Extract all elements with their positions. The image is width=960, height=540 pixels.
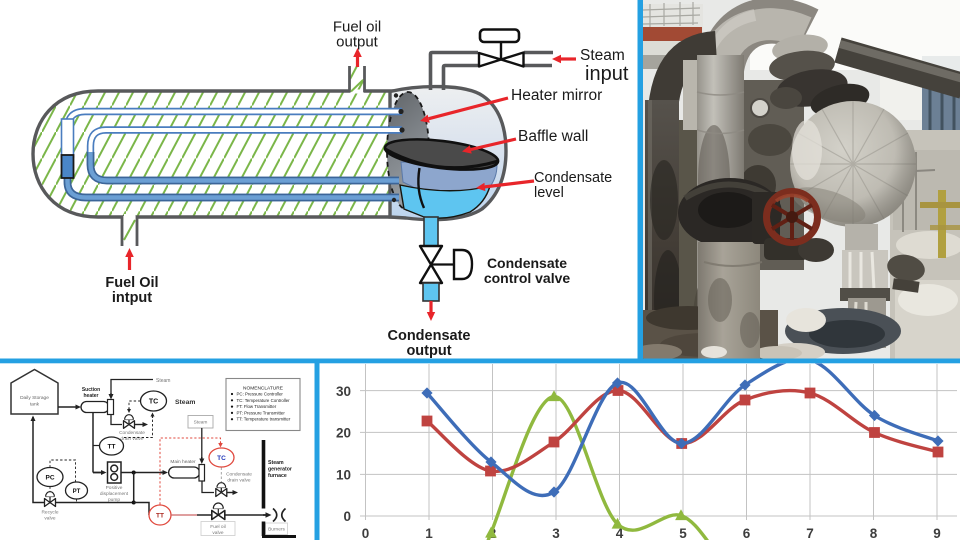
svg-text:Condensate: Condensate	[388, 328, 471, 344]
svg-text:9: 9	[933, 526, 941, 540]
svg-text:Daily Storage: Daily Storage	[20, 395, 49, 401]
svg-text:Fuel oil: Fuel oil	[333, 19, 381, 36]
svg-text:output: output	[406, 343, 451, 359]
svg-text:5: 5	[679, 526, 687, 540]
svg-text:Steam: Steam	[194, 420, 208, 426]
svg-text:3: 3	[552, 526, 560, 540]
svg-text:input: input	[585, 63, 629, 85]
svg-text:valve: valve	[44, 516, 56, 522]
svg-text:Main heater: Main heater	[170, 459, 196, 465]
svg-text:1: 1	[425, 526, 433, 540]
svg-text:heater: heater	[83, 393, 98, 399]
svg-text:Baffle wall: Baffle wall	[518, 128, 588, 145]
svg-text:Burners: Burners	[268, 527, 285, 533]
svg-text:Steam: Steam	[156, 378, 170, 384]
svg-text:TC: TC	[217, 455, 226, 462]
svg-text:level: level	[534, 185, 564, 201]
svg-text:TC: TC	[149, 399, 158, 406]
svg-text:4: 4	[616, 526, 624, 540]
svg-text:control valve: control valve	[484, 270, 571, 286]
svg-text:PC: Pressure Controller: PC: Pressure Controller	[237, 392, 284, 397]
svg-text:0: 0	[343, 509, 351, 524]
svg-text:PT: Pressure Transmitter: PT: Pressure Transmitter	[237, 410, 286, 415]
svg-text:TT: TT	[108, 444, 116, 451]
svg-text:Condensate: Condensate	[487, 255, 567, 271]
svg-text:Recycle: Recycle	[41, 510, 58, 516]
svg-text:PT: PT	[73, 489, 81, 495]
svg-text:output: output	[336, 34, 379, 51]
svg-text:Steam: Steam	[580, 47, 625, 64]
svg-text:Suction: Suction	[82, 387, 100, 393]
svg-text:10: 10	[336, 468, 351, 483]
svg-text:PC: PC	[45, 475, 54, 482]
svg-text:Steam: Steam	[268, 460, 284, 466]
svg-text:8: 8	[870, 526, 878, 540]
svg-text:Heater mirror: Heater mirror	[511, 87, 602, 104]
svg-text:TT: Temperature transmitter: TT: Temperature transmitter	[237, 417, 291, 422]
svg-text:30: 30	[336, 384, 351, 399]
svg-text:Fuel Oil: Fuel Oil	[105, 275, 158, 291]
svg-text:Fuel oil: Fuel oil	[210, 524, 225, 530]
svg-text:Condensate: Condensate	[119, 430, 145, 436]
svg-text:drain valve: drain valve	[227, 478, 251, 484]
svg-text:FT: Flow Transmitter: FT: Flow Transmitter	[237, 404, 277, 409]
svg-text:6: 6	[743, 526, 751, 540]
svg-text:TT: TT	[156, 513, 164, 520]
svg-text:furnace: furnace	[268, 473, 287, 479]
svg-text:20: 20	[336, 426, 351, 441]
svg-text:generator: generator	[268, 467, 292, 473]
svg-text:0: 0	[362, 526, 370, 540]
svg-text:Condensate: Condensate	[534, 170, 612, 186]
svg-text:Positive: Positive	[106, 485, 123, 491]
svg-text:NOMENCLATURE: NOMENCLATURE	[243, 386, 283, 392]
svg-text:TC: Temperature Controller: TC: Temperature Controller	[237, 398, 291, 403]
svg-text:displacement: displacement	[100, 491, 129, 497]
svg-text:intput: intput	[112, 290, 152, 306]
svg-text:Steam: Steam	[175, 399, 195, 406]
svg-text:tank: tank	[30, 402, 40, 408]
svg-text:drain valve: drain valve	[120, 436, 144, 442]
svg-text:valve: valve	[212, 530, 224, 536]
svg-text:Condensate: Condensate	[226, 472, 252, 478]
svg-text:7: 7	[806, 526, 814, 540]
svg-text:pump: pump	[108, 498, 120, 503]
